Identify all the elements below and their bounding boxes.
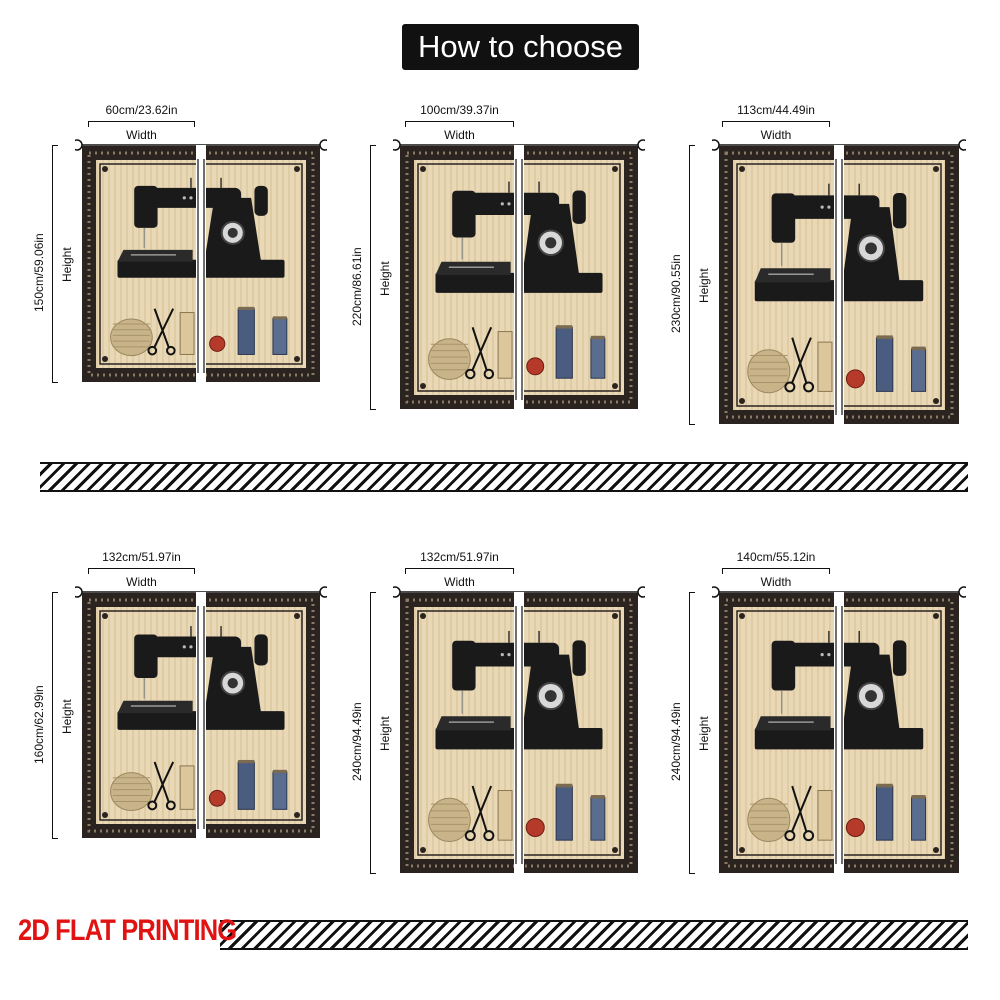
footer-label: 2D FLAT PRINTING bbox=[18, 914, 237, 947]
height-label: Height bbox=[60, 698, 74, 734]
height-dimension-line bbox=[370, 145, 376, 410]
height-measurement: 220cm/86.61in bbox=[350, 246, 364, 326]
width-measurement: 60cm/23.62in bbox=[105, 103, 178, 117]
rod-finial-left bbox=[389, 139, 401, 151]
rod-finial-right bbox=[319, 586, 331, 598]
curtain-illustration bbox=[389, 137, 649, 421]
rod-finial-left bbox=[708, 139, 720, 151]
width-dimension-line bbox=[722, 121, 830, 127]
height-measurement: 230cm/90.55in bbox=[669, 254, 683, 333]
rod-finial-right bbox=[637, 586, 649, 598]
width-dimension-line bbox=[88, 121, 195, 127]
height-label: Height bbox=[378, 260, 392, 296]
sewing-machine-illustration bbox=[117, 177, 285, 278]
spools-illustration bbox=[110, 759, 288, 812]
rod-finial-left bbox=[389, 586, 401, 598]
footer-hatch-band bbox=[220, 920, 968, 950]
sewing-machine-illustration bbox=[754, 630, 924, 750]
sewing-machine-illustration bbox=[435, 630, 603, 750]
height-label: Height bbox=[378, 716, 392, 751]
height-measurement: 240cm/94.49in bbox=[350, 702, 364, 781]
width-measurement: 132cm/51.97in bbox=[102, 550, 181, 564]
curtain-illustration bbox=[71, 584, 331, 850]
sewing-machine-illustration bbox=[435, 181, 603, 293]
width-measurement: 100cm/39.37in bbox=[420, 103, 499, 117]
height-label: Height bbox=[60, 247, 74, 282]
height-dimension-line bbox=[689, 145, 695, 425]
curtain-illustration bbox=[71, 137, 331, 394]
width-label: Width bbox=[760, 575, 792, 589]
width-dimension-line bbox=[722, 568, 830, 574]
width-dimension-line bbox=[88, 568, 195, 574]
divider-hatch-band bbox=[40, 462, 968, 492]
spools-illustration bbox=[747, 335, 927, 394]
spools-illustration bbox=[747, 783, 927, 843]
height-dimension-line bbox=[52, 592, 58, 839]
height-measurement: 160cm/62.99in bbox=[32, 684, 46, 764]
rod-finial-right bbox=[958, 139, 970, 151]
width-label: Width bbox=[126, 128, 157, 142]
width-measurement: 140cm/55.12in bbox=[736, 550, 816, 564]
spools-illustration bbox=[110, 306, 288, 357]
height-measurement: 240cm/94.49in bbox=[669, 702, 683, 781]
height-dimension-line bbox=[689, 592, 695, 874]
page-title: How to choose bbox=[402, 24, 639, 70]
width-dimension-line bbox=[405, 568, 514, 574]
spools-illustration bbox=[428, 783, 606, 843]
curtain-illustration bbox=[708, 584, 970, 885]
curtain-illustration bbox=[389, 584, 649, 885]
rod-finial-left bbox=[71, 139, 83, 151]
height-dimension-line bbox=[52, 145, 58, 383]
width-measurement: 113cm/44.49in bbox=[737, 103, 815, 117]
rod-finial-right bbox=[319, 139, 331, 151]
spools-illustration bbox=[428, 325, 606, 380]
rod-finial-right bbox=[958, 586, 970, 598]
curtain-illustration bbox=[708, 137, 970, 436]
width-label: Width bbox=[444, 128, 475, 142]
width-label: Width bbox=[126, 575, 157, 589]
height-label: Height bbox=[697, 716, 711, 751]
rod-finial-right bbox=[637, 139, 649, 151]
rod-finial-left bbox=[708, 586, 720, 598]
width-label: Width bbox=[444, 575, 475, 589]
rod-finial-left bbox=[71, 586, 83, 598]
width-dimension-line bbox=[405, 121, 514, 127]
height-dimension-line bbox=[370, 592, 376, 874]
height-measurement: 150cm/59.06in bbox=[32, 233, 46, 312]
width-measurement: 132cm/51.97in bbox=[420, 550, 499, 564]
width-label: Width bbox=[760, 128, 792, 142]
height-label: Height bbox=[697, 268, 711, 303]
